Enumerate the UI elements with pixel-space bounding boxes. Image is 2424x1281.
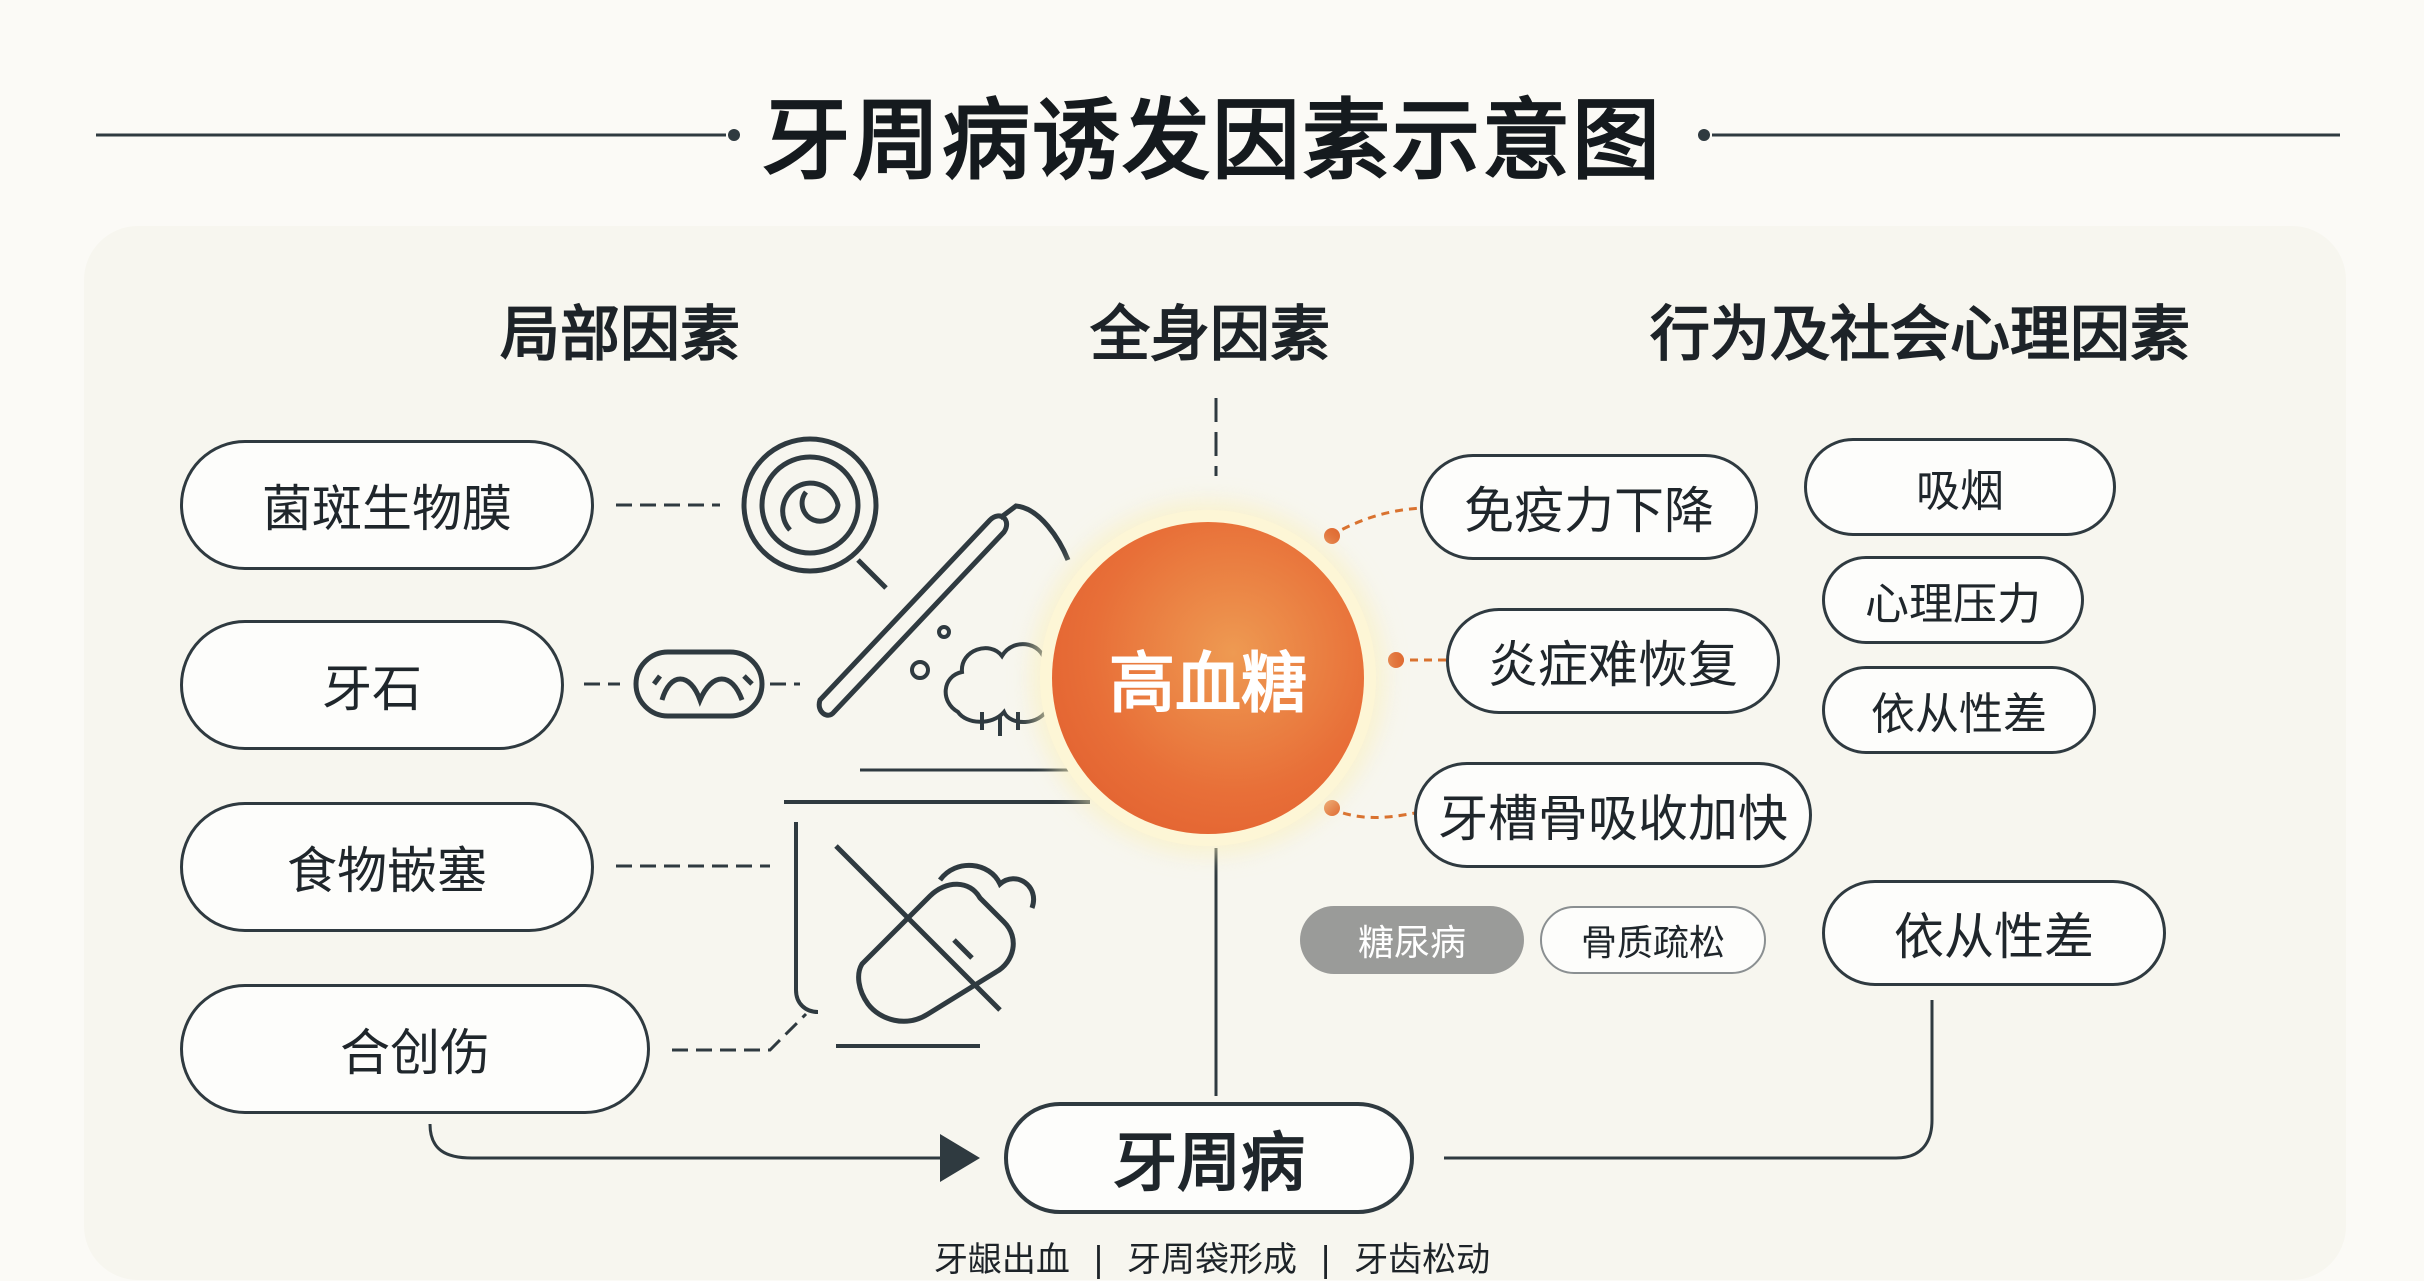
- factor-plaque-biofilm: 菌斑生物膜: [180, 440, 594, 570]
- behavior-poor-compliance-main: 依从性差: [1822, 880, 2166, 986]
- food-impaction-frame: [784, 800, 1090, 1048]
- center-to-effects-connectors: [1329, 506, 1446, 819]
- flow-line-local-to-outcome: [428, 1123, 950, 1160]
- symptom-separator: |: [1092, 1240, 1105, 1280]
- effect-immunity-decline: 免疫力下降: [1420, 454, 1758, 560]
- factor-occlusal-trauma: 合创伤: [180, 984, 650, 1114]
- column-header-local: 局部因素: [500, 300, 740, 370]
- column-header-behavioral: 行为及社会心理因素: [1650, 300, 2190, 370]
- flow-arrowhead: [940, 1134, 980, 1182]
- behavior-psychological-stress: 心理压力: [1822, 556, 2084, 644]
- effect-inflammation-recovery: 炎症难恢复: [1446, 608, 1780, 714]
- plaque-spiral-icon: [741, 436, 888, 590]
- factor-food-impaction: 食物嵌塞: [180, 802, 594, 932]
- behavior-smoking: 吸烟: [1804, 438, 2116, 536]
- center-hyperglycemia-circle: 高血糖: [1052, 522, 1364, 834]
- tag-diabetes: 糖尿病: [1300, 906, 1524, 974]
- effect-bone-resorption: 牙槽骨吸收加快: [1414, 762, 1812, 868]
- flow-line-behavior-to-outcome: [1444, 1000, 1934, 1160]
- bacteria-cloud-icon: [910, 625, 1064, 736]
- factor-dental-calculus: 牙石: [180, 620, 564, 750]
- symptom-tooth-mobility: 牙齿松动: [1354, 1240, 1491, 1280]
- symptom-pocket-formation: 牙周袋形成: [1127, 1240, 1297, 1280]
- symptom-list: 牙龈出血 | 牙周袋形成 | 牙齿松动: [0, 1232, 2424, 1281]
- title-rule-right-dot: [1698, 129, 1710, 141]
- center-label: 高血糖: [1109, 645, 1307, 722]
- connector-dot-bone: [1324, 800, 1340, 816]
- tag-osteoporosis: 骨质疏松: [1540, 906, 1766, 974]
- column-header-systemic: 全身因素: [1090, 300, 1330, 370]
- connector-dot-inflammation: [1388, 652, 1404, 668]
- symptom-separator: |: [1319, 1240, 1332, 1280]
- connector-dot-immune: [1324, 528, 1340, 544]
- connector-trauma: [672, 1012, 808, 1052]
- dental-probe-icon: [816, 503, 1071, 772]
- title-rule-left-dot: [728, 129, 740, 141]
- outcome-periodontitis: 牙周病: [1004, 1102, 1414, 1214]
- symptom-gum-bleeding: 牙龈出血: [933, 1240, 1070, 1280]
- behavior-poor-compliance: 依从性差: [1822, 666, 2096, 754]
- page-title: 牙周病诱发因素示意图: [761, 89, 1662, 192]
- food-impaction-icon: [834, 844, 1037, 1024]
- calculus-stone-icon: [633, 649, 765, 719]
